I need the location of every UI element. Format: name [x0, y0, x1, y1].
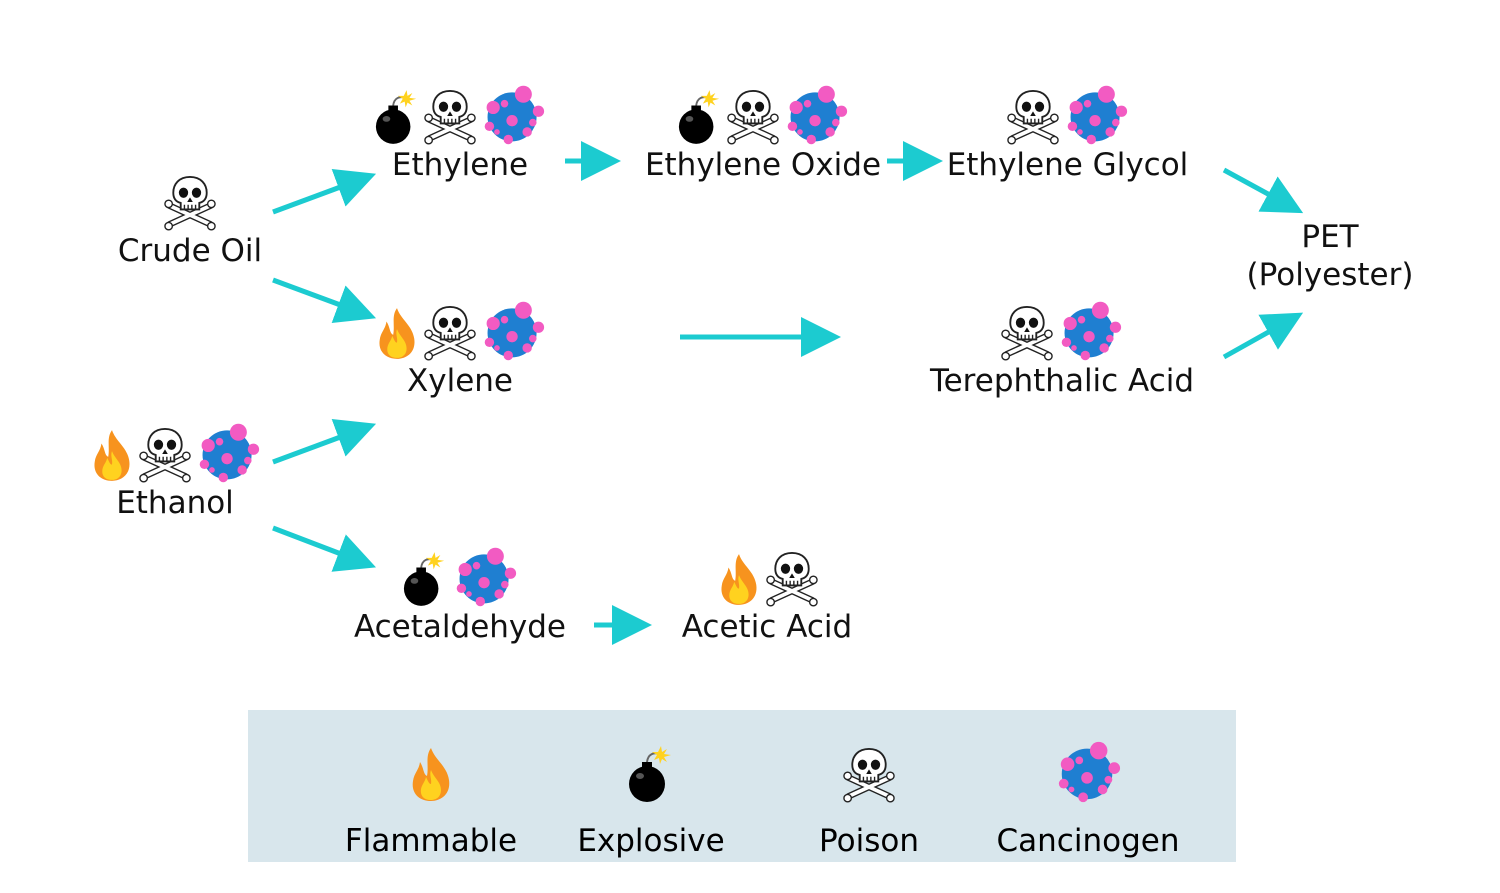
node-pet: PET (Polyester) [1240, 218, 1420, 294]
flame-icon [716, 550, 762, 608]
skull-crossbones-icon [164, 172, 216, 232]
legend-icon-wrap [988, 732, 1188, 804]
carcinogen-icon [195, 422, 261, 484]
node-label: Acetic Acid [681, 609, 853, 645]
skull-crossbones-icon [139, 424, 191, 484]
carcinogen-icon [1063, 84, 1129, 146]
node-label: Crude Oil [117, 233, 263, 269]
node-ethylene-glycol: Ethylene Glycol [945, 74, 1190, 184]
node-acetaldehyde: Acetaldehyde [345, 536, 575, 646]
carcinogen-icon [1057, 300, 1123, 362]
node-label: Ethylene Glycol [946, 147, 1189, 183]
node-label-line1: PET [1301, 219, 1359, 255]
hazard-icons [345, 536, 575, 608]
bomb-icon [627, 744, 675, 804]
hazard-icons [90, 160, 290, 232]
skull-crossbones-icon [424, 86, 476, 146]
node-label: Terephthalic Acid [929, 363, 1195, 399]
skull-crossbones-icon [727, 86, 779, 146]
node-crude-oil: Crude Oil [90, 160, 290, 270]
skull-crossbones-icon [1001, 302, 1053, 362]
hazard-icons [70, 412, 280, 484]
node-ethanol: Ethanol [70, 412, 280, 522]
node-label: Acetaldehyde [353, 609, 567, 645]
carcinogen-icon [452, 546, 518, 608]
node-terephthalic-acid: Terephthalic Acid [922, 290, 1202, 400]
bomb-icon [374, 88, 420, 146]
node-label: Ethylene Oxide [644, 147, 882, 183]
hazard-icons [360, 290, 560, 362]
flame-icon [89, 426, 135, 484]
node-label: Ethylene [391, 147, 529, 183]
edge-terephthalic-acid-to-pet [1222, 312, 1304, 360]
bomb-icon [402, 550, 448, 608]
edge-crude-oil-to-ethylene [272, 168, 377, 215]
node-ethylene-oxide: Ethylene Oxide [643, 74, 883, 184]
legend-label: Explosive [577, 823, 725, 859]
node-ethylene: Ethylene [360, 74, 560, 184]
hazard-icons [677, 536, 857, 608]
legend-item-flammable: Flammable [336, 732, 526, 860]
edge-crude-oil-to-xylene [272, 277, 377, 324]
edge-ethanol-to-acetaldehyde [272, 525, 377, 572]
carcinogen-icon [480, 300, 546, 362]
carcinogen-icon [480, 84, 546, 146]
legend-label: Flammable [344, 823, 518, 859]
carcinogen-icon [783, 84, 849, 146]
legend-icon-wrap [336, 732, 526, 804]
bomb-icon [677, 88, 723, 146]
node-xylene: Xylene [360, 290, 560, 400]
node-label: Xylene [407, 363, 513, 399]
flame-icon [374, 304, 420, 362]
edge-ethanol-to-xylene [272, 418, 377, 465]
node-acetic-acid: Acetic Acid [677, 536, 857, 646]
legend-icon-wrap [774, 732, 964, 804]
hazard-icons [922, 290, 1202, 362]
carcinogen-icon [1054, 740, 1122, 804]
skull-crossbones-icon [424, 302, 476, 362]
legend-label: Poison [819, 823, 919, 859]
legend-icon-wrap [556, 732, 746, 804]
flame-icon [407, 744, 455, 804]
legend-item-carcinogen: Cancinogen [988, 732, 1188, 860]
hazard-icons [643, 74, 883, 146]
legend: Flammable Explosive Poison Cancinogen [248, 710, 1236, 862]
skull-crossbones-icon [766, 548, 818, 608]
hazard-icons [360, 74, 560, 146]
edge-ethylene-glycol-to-pet [1222, 167, 1304, 214]
hazard-icons [945, 74, 1190, 146]
skull-crossbones-icon [843, 744, 895, 804]
legend-item-poison: Poison [774, 732, 964, 860]
legend-item-explosive: Explosive [556, 732, 746, 860]
node-label-line2: (Polyester) [1246, 257, 1414, 293]
skull-crossbones-icon [1007, 86, 1059, 146]
node-label: Ethanol [116, 485, 234, 521]
legend-label: Cancinogen [996, 823, 1180, 859]
